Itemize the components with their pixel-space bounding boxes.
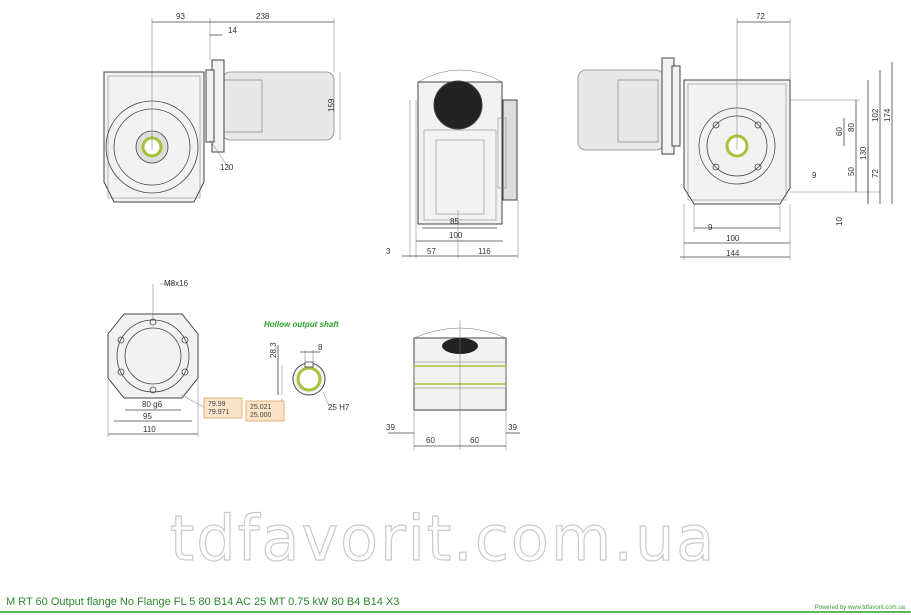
flange-tol-upper: 79.99 [208,401,226,408]
dim-159: 159 [327,98,336,112]
dim-144: 144 [726,249,740,258]
dim-8: 8 [318,343,323,352]
hollow-shaft-view [277,345,331,409]
shaft-tol-upper: 25.021 [250,404,272,411]
flange-tol-lower: 79.971 [208,409,230,416]
dim-28-3: 28,3 [269,342,278,358]
dim-60-right: 60 [835,127,844,136]
flange-tolerance-box [203,397,243,419]
front-view [103,18,341,203]
top-section-view [388,320,520,450]
dim-100-side: 100 [449,231,463,240]
dim-39-right: 39 [508,423,517,432]
watermark: tdfavorit.com.ua [170,502,716,575]
dim-60-left: 60 [426,436,435,445]
dim-57: 57 [427,247,436,256]
dim-93: 93 [176,12,185,21]
dim-72-right: 72 [871,169,880,178]
dim-39-left: 39 [386,423,395,432]
side-view [402,69,519,258]
dim-m8x16: M8x16 [164,279,189,288]
dim-102: 102 [871,108,880,122]
dim-95: 95 [143,412,152,421]
dim-25h7: 25 H7 [328,403,350,412]
dim-80-right: 80 [847,123,856,132]
flange-view [107,283,207,437]
dim-85: 85 [450,217,459,226]
dim-50: 50 [847,167,856,176]
footer-link[interactable]: Powered by www.tdfavorit.com.ua [814,605,905,611]
dim-72-top: 72 [756,12,765,21]
rear-view [577,18,893,260]
dim-130: 130 [859,146,868,160]
hollow-shaft-label: Hollow output shaft [264,320,339,329]
dim-120: 120 [220,163,234,172]
dim-80g6: 80 g6 [142,400,163,409]
dim-10: 10 [835,217,844,226]
shaft-tol-lower: 25.000 [250,412,272,419]
dim-116: 116 [478,247,491,256]
shaft-tolerance-box [245,400,285,422]
dim-174: 174 [883,108,892,122]
dim-9-right: 9 [812,171,817,180]
dim-100-rear: 100 [726,234,740,243]
bottom-rule [0,611,911,613]
drawing-caption: M RT 60 Output flange No Flange FL 5 80 … [6,596,400,608]
dim-14: 14 [228,26,237,35]
dim-3: 3 [386,247,391,256]
dim-110: 110 [143,425,156,434]
dim-60-right-bottom: 60 [470,436,479,445]
dim-9-bottom: 9 [708,223,713,232]
dim-238: 238 [256,12,270,21]
